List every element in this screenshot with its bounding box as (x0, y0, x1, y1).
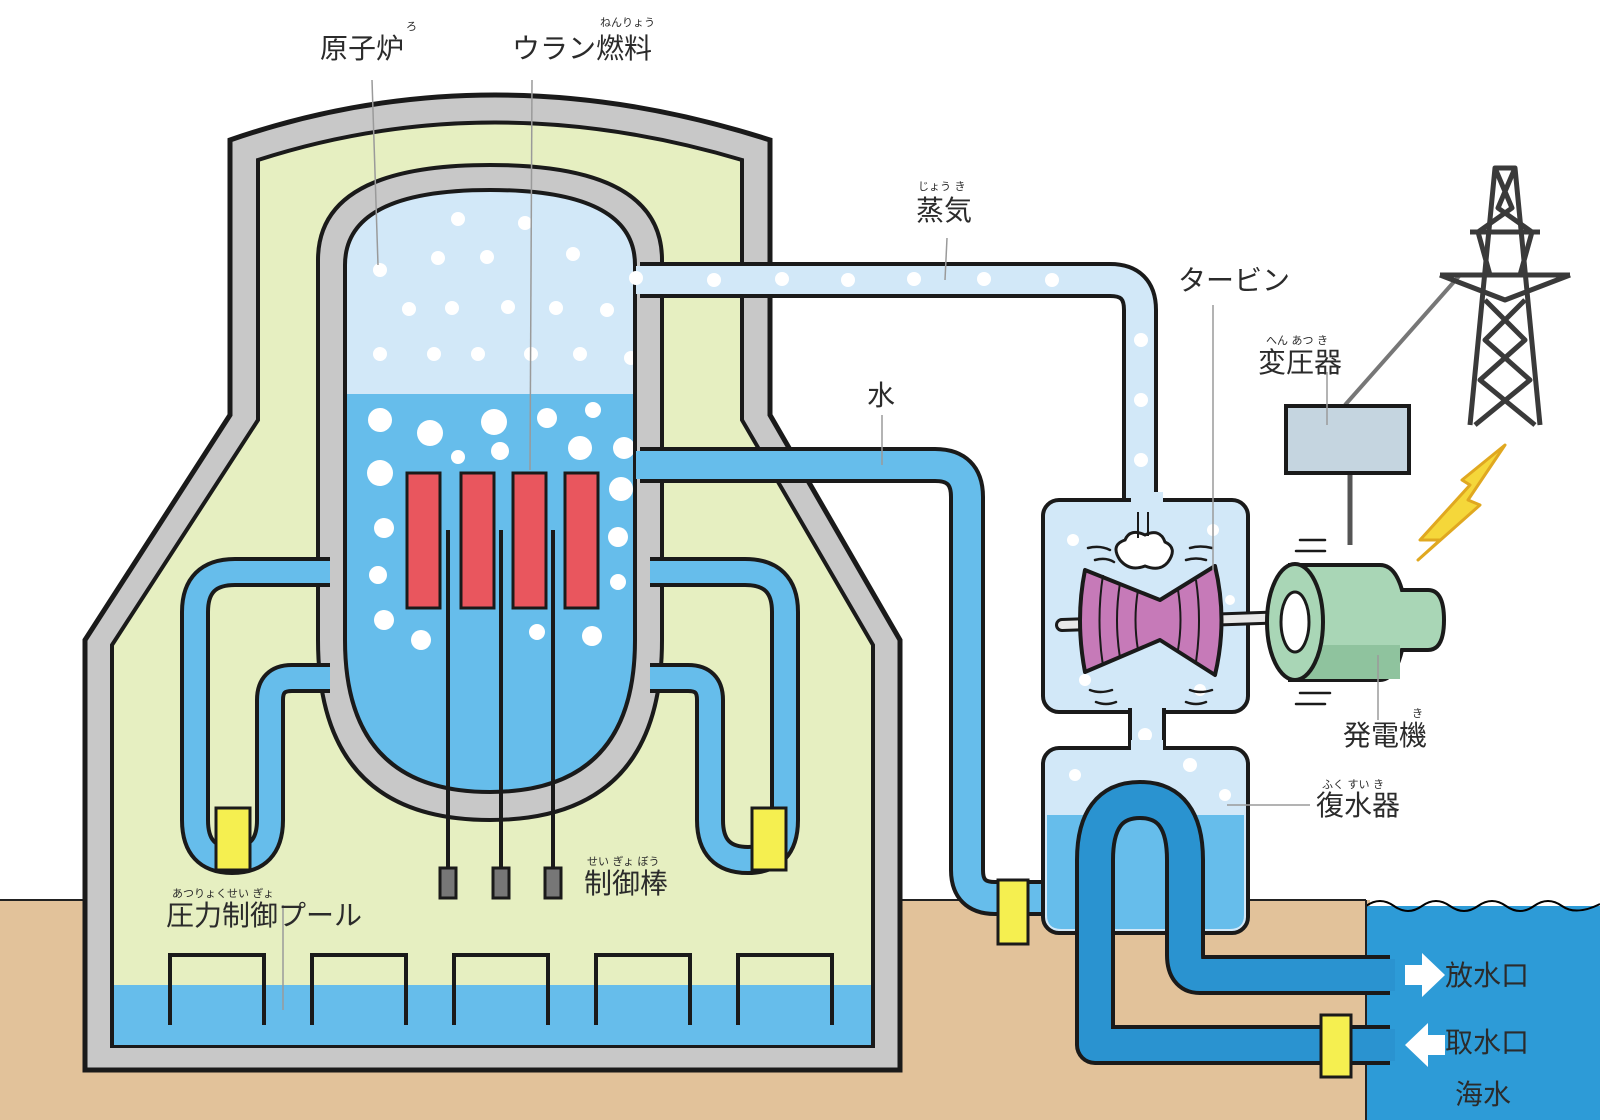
uranium-fuel-ruby: ねんりょう (600, 16, 655, 29)
bubble (518, 216, 532, 230)
recirculation-pump (214, 806, 252, 872)
bubble (445, 301, 459, 315)
label-control-rod: 制御棒 (584, 867, 668, 900)
leader-lines (282, 79, 1379, 1010)
control-rod-drive (438, 866, 458, 900)
recirculation-loop-left (180, 557, 330, 875)
label-seawater: 海水 (1455, 1078, 1511, 1111)
vibration-marks (1086, 545, 1214, 706)
bubble (585, 402, 601, 418)
recirculation-pump (750, 806, 788, 872)
bubble (451, 212, 465, 226)
label-intake: 取水口 (1445, 1026, 1529, 1059)
power-line (1343, 273, 1462, 407)
bubble (373, 263, 387, 277)
electricity-bolt-icon (1416, 443, 1507, 562)
turbine-rotor (1078, 564, 1224, 677)
vessel-inner-edge (343, 187, 637, 795)
steam-dots (629, 271, 1148, 467)
sea-surface (1365, 900, 1600, 912)
pool-vents (168, 953, 834, 1025)
label-reactor: 原子炉 (320, 32, 404, 65)
transformer (1284, 404, 1411, 475)
bubble (373, 347, 387, 361)
bubble (431, 251, 445, 265)
cooling-water-pump (1319, 1013, 1353, 1079)
bubble (491, 442, 509, 460)
label-turbine: タービン (1178, 264, 1290, 297)
condenser (1041, 740, 1250, 935)
feedwater-pipe (636, 447, 1064, 946)
bubble (549, 301, 563, 315)
fuel-rod (405, 471, 442, 610)
control-rod-drive (491, 866, 511, 900)
control-rod-ruby: せい ぎょ ぼう (587, 854, 659, 868)
bubble (566, 247, 580, 261)
outlet-arrow-icon (1405, 953, 1445, 997)
bubble (480, 250, 494, 264)
control-rods (438, 530, 563, 900)
bubbles (367, 212, 635, 650)
label-outlet: 放水口 (1445, 959, 1529, 992)
intake-arrow-icon (1405, 1023, 1445, 1067)
transmission-tower-icon (1439, 165, 1571, 427)
cooling-water-pipe (1075, 780, 1395, 1079)
label-uranium-fuel: ウラン燃料 (512, 32, 652, 65)
fuel-rod (511, 471, 548, 610)
bubble (368, 408, 392, 432)
label-condenser: 復水器 (1316, 789, 1400, 822)
recirculation-loop-right (650, 557, 800, 875)
bubble (582, 626, 602, 646)
bubble (568, 436, 592, 460)
bubble (451, 450, 465, 464)
fuel-rod (563, 471, 600, 610)
generator-ruby: き (1412, 707, 1423, 720)
bubble (427, 347, 441, 361)
steam-ruby: じょう き (918, 180, 966, 193)
bubble (374, 610, 394, 630)
transformer-ruby: へん あつ き (1266, 334, 1328, 347)
turbine (1055, 545, 1297, 706)
label-pressure-pool: 圧力制御プール (166, 899, 362, 932)
steam-puff-icon (1114, 530, 1174, 570)
reactor-ruby: ろ (406, 20, 417, 33)
bubble (501, 300, 515, 314)
vessel-steam-space (345, 190, 635, 395)
label-transformer: 変圧器 (1258, 346, 1342, 379)
bubble (374, 518, 394, 538)
steam-pipe (629, 262, 1158, 515)
bubble (608, 527, 628, 547)
bubble (417, 420, 443, 446)
bubble (369, 566, 387, 584)
feedwater-pump (996, 878, 1030, 946)
pressure-pool-water (114, 985, 871, 1045)
fuel-rod (459, 471, 496, 610)
bubble (573, 347, 587, 361)
bubble (609, 477, 633, 501)
uranium-fuel-assemblies (405, 471, 600, 610)
label-generator: 発電機 (1343, 719, 1427, 752)
label-steam: 蒸気 (916, 194, 972, 227)
bubble (610, 574, 626, 590)
label-water: 水 (867, 379, 895, 412)
bubble (367, 460, 393, 486)
condenser-ruby: ふく すい き (1322, 778, 1384, 791)
bubble (613, 437, 635, 459)
bubble (411, 630, 431, 650)
bubble (471, 347, 485, 361)
bubble (402, 302, 416, 316)
pressure-pool-ruby: あつりょくせい ぎょ (172, 886, 274, 900)
bubble (481, 409, 507, 435)
bubble (537, 408, 557, 428)
bubble (600, 303, 614, 317)
bubble (529, 624, 545, 640)
control-rod-drive (543, 866, 563, 900)
generator (1265, 538, 1447, 706)
